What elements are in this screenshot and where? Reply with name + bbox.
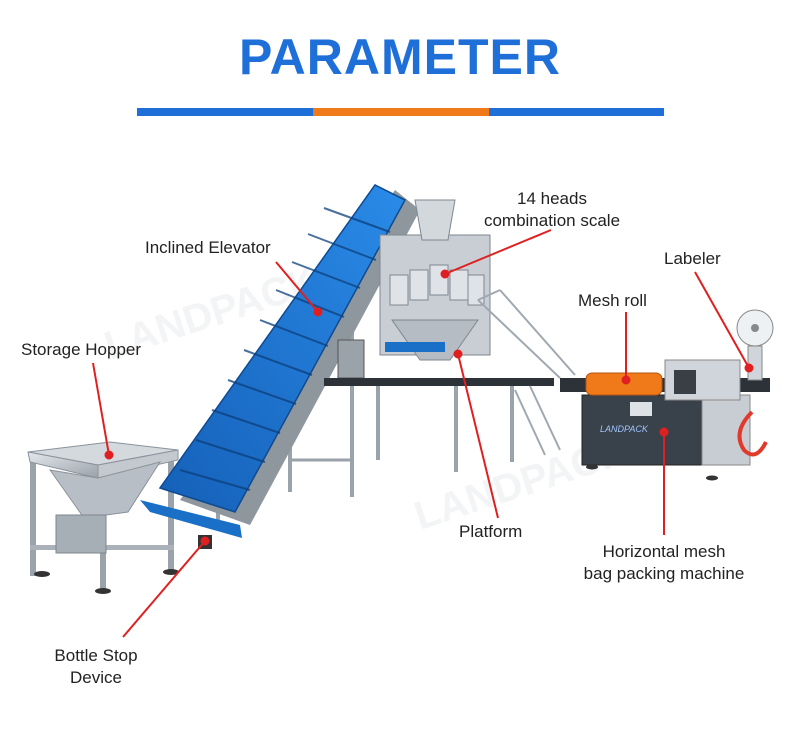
label-platform: Platform xyxy=(459,522,523,541)
leader-platform xyxy=(457,353,499,519)
storage-hopper xyxy=(27,441,179,594)
label-hopper: Storage Hopper xyxy=(21,340,142,359)
leader-stop xyxy=(122,540,206,638)
leader-dot-platform xyxy=(453,349,463,359)
leader-elevator xyxy=(275,261,319,313)
leader-labeler xyxy=(694,271,750,369)
leader-dot-elevator xyxy=(313,307,323,317)
label-stop: Bottle Stop Device xyxy=(26,645,166,689)
platform xyxy=(324,289,576,472)
label-packing-line1: Horizontal mesh xyxy=(602,542,726,561)
packing-machine: LANDPACK xyxy=(560,309,774,481)
label-packing-line2: bag packing machine xyxy=(583,564,745,583)
leader-dot-scale xyxy=(440,269,450,279)
page-title: PARAMETER xyxy=(239,29,561,85)
title-underline-accent xyxy=(313,108,489,116)
label-stop-line2: Device xyxy=(70,668,122,687)
leader-dot-stop xyxy=(200,536,210,546)
label-scale-line1: 14 heads xyxy=(517,189,587,208)
label-elevator: Inclined Elevator xyxy=(145,238,271,257)
label-packing: Horizontal mesh bag packing machine xyxy=(549,541,779,585)
leader-scale xyxy=(444,229,552,275)
label-mesh-roll: Mesh roll xyxy=(578,291,647,310)
label-scale: 14 heads combination scale xyxy=(452,188,652,232)
leader-dot-labeler xyxy=(744,363,754,373)
label-scale-line2: combination scale xyxy=(483,211,621,230)
leader-hopper xyxy=(92,362,110,456)
label-stop-line1: Bottle Stop xyxy=(54,646,138,665)
label-labeler: Labeler xyxy=(664,249,721,268)
leader-dot-mesh-roll xyxy=(621,375,631,385)
leader-dot-packing xyxy=(659,427,669,437)
leader-dot-hopper xyxy=(104,450,114,460)
inclined-elevator xyxy=(140,184,420,549)
leader-lines xyxy=(92,229,754,638)
machine-logo: LANDPACK xyxy=(600,424,649,434)
